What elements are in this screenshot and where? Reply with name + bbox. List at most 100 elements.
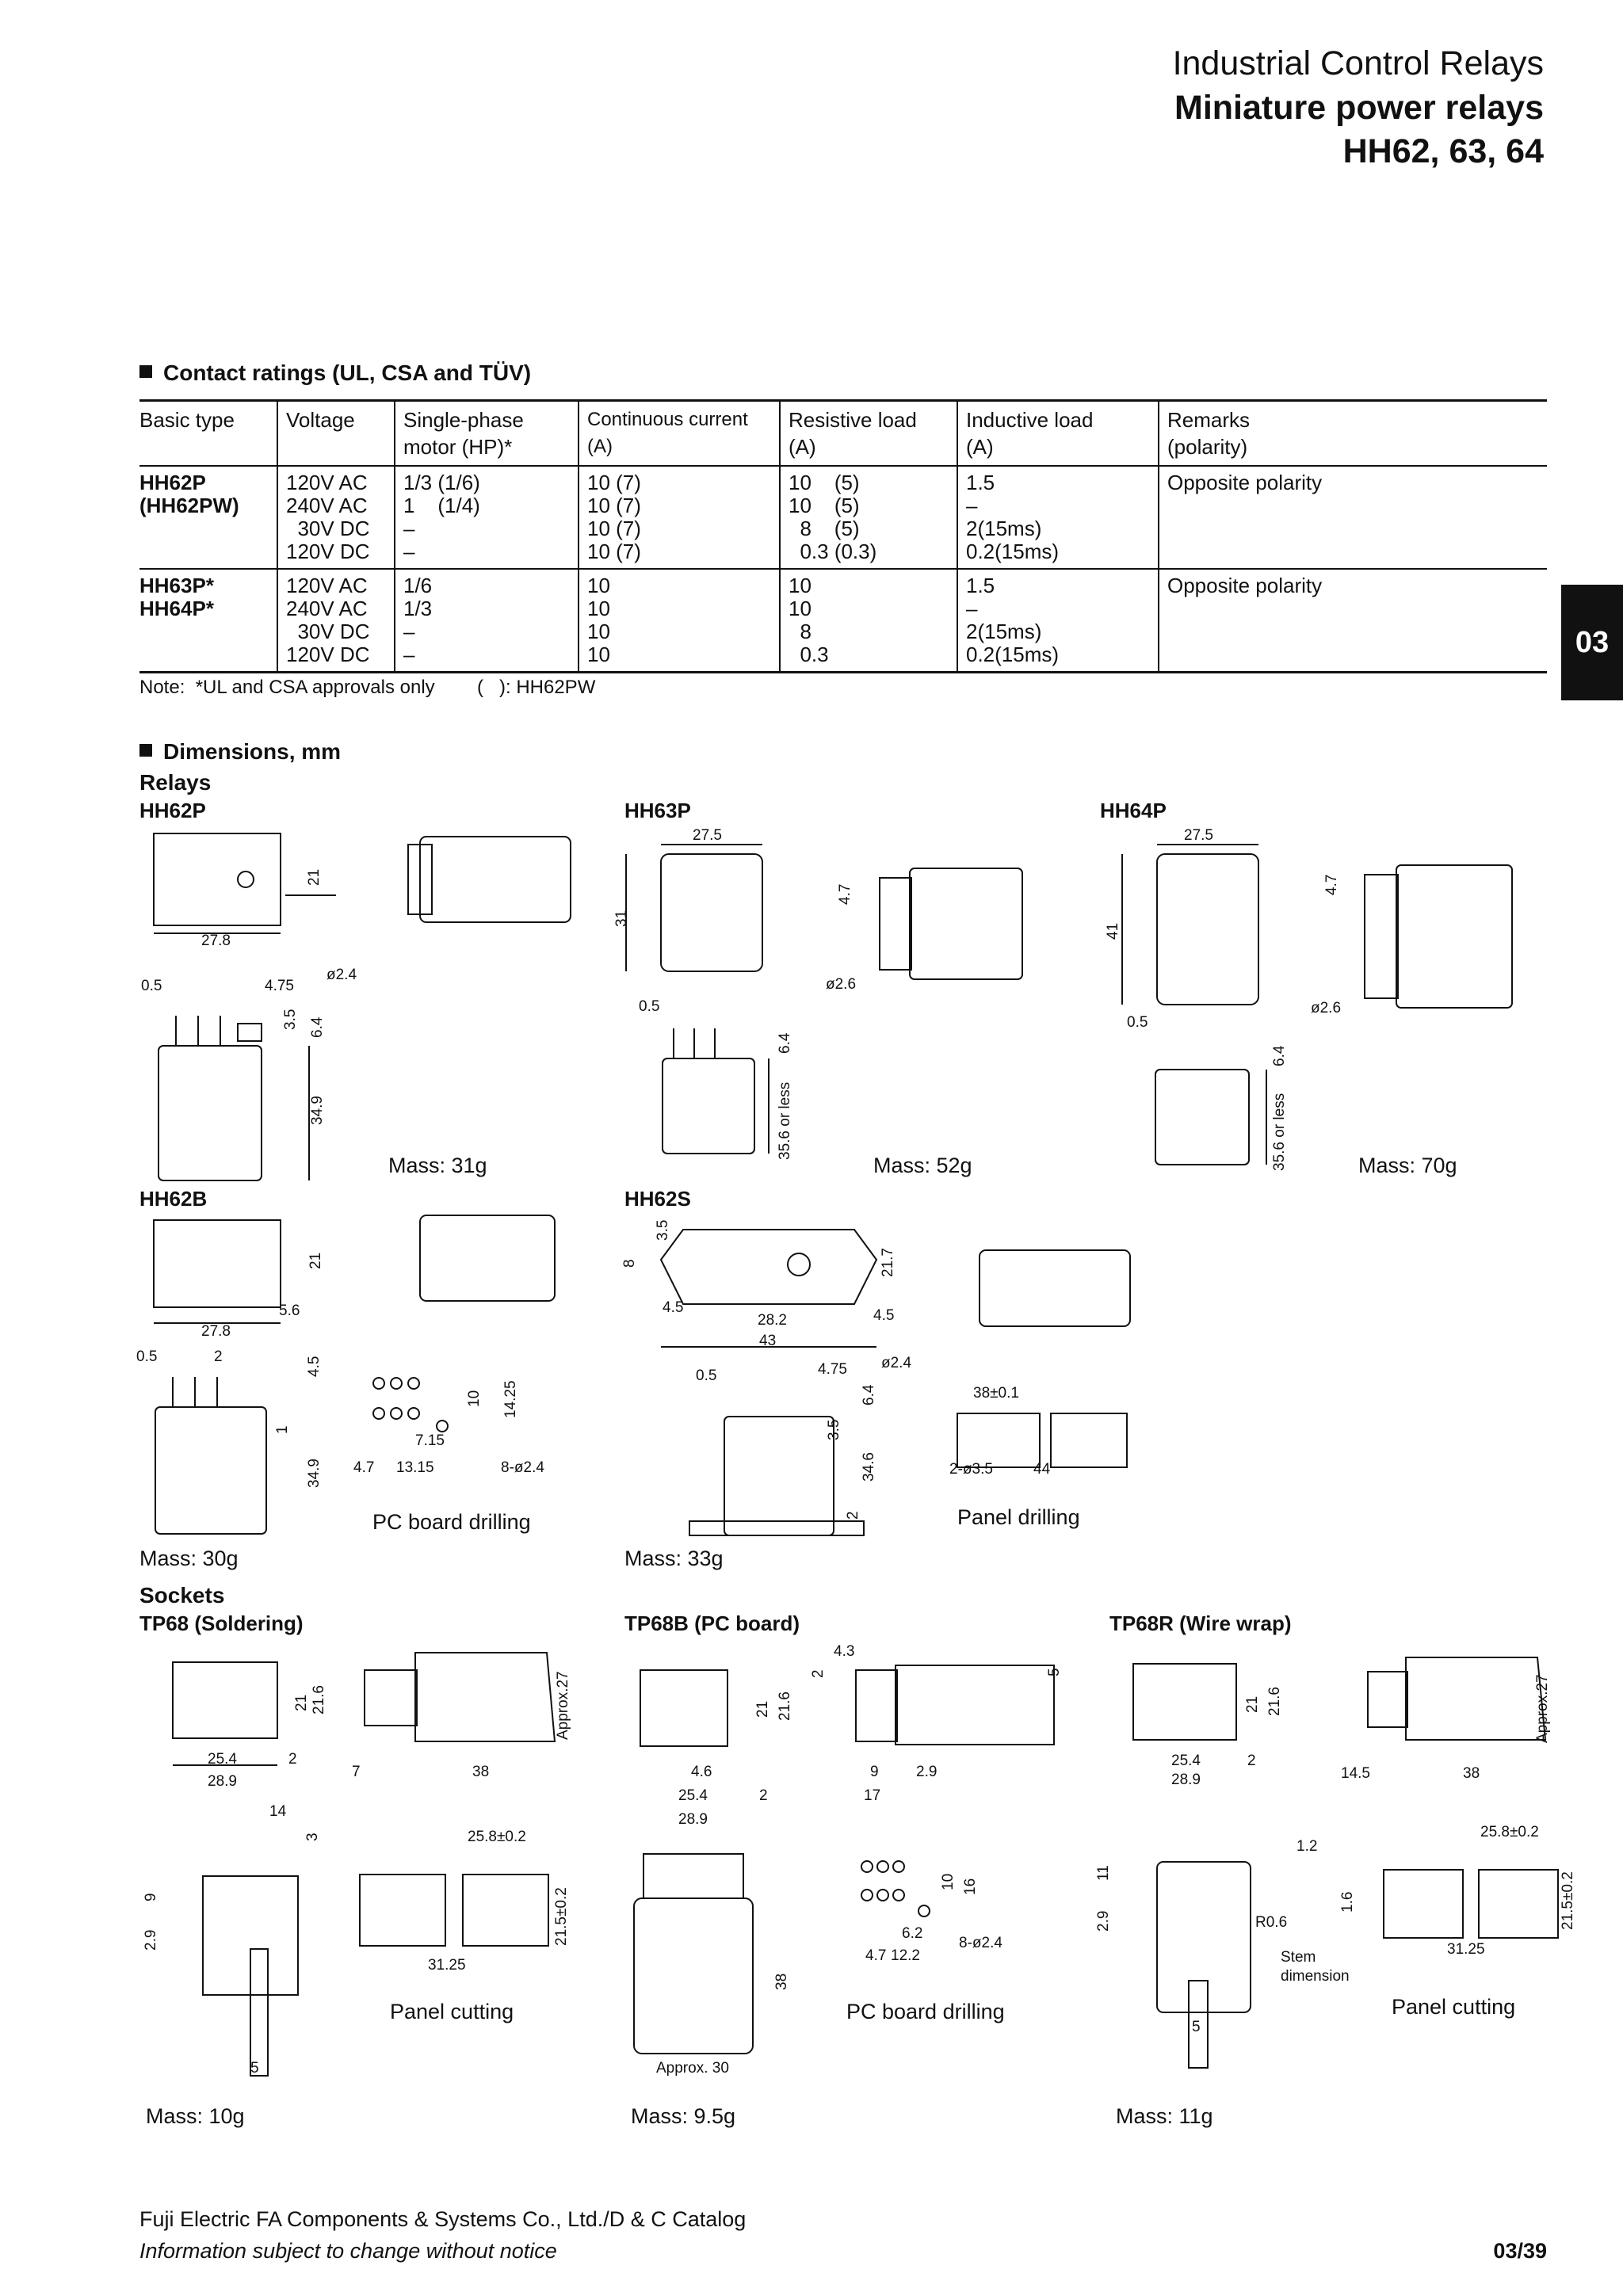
dim-text: 14	[269, 1803, 287, 1820]
panel-hole-right	[1050, 1413, 1128, 1468]
col-label-2: motor (HP)*	[403, 435, 513, 459]
dim-text: 25.4	[208, 1751, 237, 1768]
panel-cut-right	[1478, 1869, 1559, 1939]
dim-text: 9	[870, 1764, 879, 1780]
drill-hole	[390, 1377, 403, 1390]
tp68b-label: TP68B (PC board)	[624, 1611, 800, 1635]
panel-cut-left	[1383, 1869, 1464, 1939]
dim-text: ø2.4	[327, 967, 357, 983]
drill-hole	[407, 1407, 420, 1420]
dim-text: Approx.27	[555, 1671, 571, 1740]
drill-hole	[390, 1407, 403, 1420]
dimensions-title-text: Dimensions, mm	[163, 739, 342, 764]
hh62b-drawing: 21 5.6 27.8 0.5 2 4.5 1 34.9 10 14.25 7.…	[136, 1215, 556, 1535]
col-label: Basic type	[139, 408, 235, 432]
dim-text: 21	[1244, 1696, 1261, 1713]
tp68-stem	[250, 1948, 269, 2077]
dimensions-title: Dimensions, mm	[139, 739, 341, 765]
dim-text: 0.5	[1127, 1014, 1148, 1031]
drill-hole	[436, 1420, 449, 1432]
dim-text: 3.5	[282, 1009, 299, 1030]
hh62p-front-view	[158, 1045, 262, 1181]
hh62s-mount-hole	[787, 1253, 811, 1276]
dim-text: 16	[962, 1878, 979, 1895]
dim-text: ø2.6	[826, 976, 856, 993]
dim-text: 5	[1046, 1668, 1063, 1676]
dim-text: 17	[864, 1787, 880, 1804]
cell-remarks: Opposite polarity	[1158, 466, 1547, 570]
dim-text: 14.25	[502, 1380, 519, 1418]
tp68r-side-view	[1405, 1657, 1547, 1741]
dim-text: ø2.6	[1311, 1000, 1341, 1016]
col-continuous: Continuous current(A)	[578, 399, 780, 467]
cell-inductive: 1.5 – 2(15ms) 0.2(15ms)	[957, 466, 1159, 570]
sockets-label: Sockets	[139, 1583, 225, 1608]
hh63p-front-view	[662, 1058, 755, 1154]
dim-text: 2	[1247, 1753, 1256, 1769]
cell-motor: 1/3 (1/6) 1 (1/4) – –	[394, 466, 579, 570]
dim-text: 38	[472, 1764, 489, 1780]
dim-text: 4.5	[663, 1299, 683, 1316]
table-note: Note: *UL and CSA approvals only ( ): HH…	[139, 677, 596, 698]
tp68-caption: Panel cutting	[390, 2000, 514, 2023]
hh63p-mass: Mass: 52g	[873, 1154, 972, 1177]
dim-text: 13.15	[396, 1459, 434, 1476]
dim-text: 21.6	[311, 1685, 327, 1714]
col-voltage: Voltage	[277, 399, 395, 467]
hh62p-terminal-block	[407, 844, 433, 915]
cell-motor: 1/6 1/3 – –	[394, 569, 579, 673]
tp68b-terminals	[855, 1669, 898, 1742]
dim-text: 2.9	[1095, 1911, 1112, 1932]
dim-text: 4.7	[837, 884, 854, 905]
dim-text: 35.6 or less	[1271, 1093, 1288, 1171]
panel-cut-left	[359, 1874, 446, 1947]
hh62b-mass: Mass: 30g	[139, 1547, 239, 1570]
dim-text: 27.5	[693, 827, 722, 844]
panel-hole-left	[957, 1413, 1041, 1468]
dim-text: 3.5	[826, 1420, 842, 1440]
tp68b-mass: Mass: 9.5g	[631, 2104, 736, 2128]
dim-text: 21	[306, 869, 323, 886]
col-label: Continuous current	[587, 409, 748, 430]
dim-text: 3	[304, 1833, 321, 1841]
dim-text: 4.5	[873, 1307, 894, 1324]
dim-text: 5.6	[279, 1302, 300, 1319]
dim-text: 5	[250, 2060, 259, 2077]
dim-text: 7.15	[415, 1432, 445, 1449]
hh62p-side-view	[419, 836, 571, 923]
tp68b-caption: PC board drilling	[846, 2000, 1005, 2023]
dim-text: 5	[1192, 2019, 1201, 2035]
dim-text: 6.4	[309, 1016, 326, 1038]
table-row: HH62P (HH62PW) 120V AC 240V AC 30V DC 12…	[139, 466, 1547, 570]
dim-text: 1.2	[1296, 1838, 1317, 1855]
dim-text: 21.6	[777, 1691, 793, 1721]
hh62b-top-view	[153, 1219, 281, 1308]
tp68-side-view	[414, 1652, 556, 1742]
hh63p-label: HH63P	[624, 799, 691, 822]
col-motor: Single-phase motor (HP)*	[394, 399, 579, 467]
contact-ratings-table: Basic type Voltage Single-phase motor (HP…	[139, 399, 1547, 673]
hh63p-terminal-block	[879, 877, 912, 971]
dim-text: 44	[1033, 1461, 1051, 1478]
cell-remarks: Opposite polarity	[1158, 569, 1547, 673]
dim-text: 4.7	[865, 1947, 886, 1964]
tp68r-front-view	[1156, 1861, 1251, 2013]
hh62b-side-view	[419, 1215, 556, 1302]
col-label: Single-phase	[403, 408, 524, 432]
cell-voltage: 120V AC 240V AC 30V DC 120V DC	[277, 466, 395, 570]
tp68r-caption: Panel cutting	[1392, 1995, 1516, 2019]
cell-inductive: 1.5 – 2(15ms) 0.2(15ms)	[957, 569, 1159, 673]
contact-ratings-title-text: Contact ratings (UL, CSA and TÜV)	[163, 360, 532, 385]
hh62b-caption: PC board drilling	[372, 1510, 531, 1534]
dim-text: 31	[613, 910, 630, 927]
tp68r-mass: Mass: 11g	[1116, 2104, 1213, 2128]
tp68r-top-view	[1132, 1663, 1237, 1741]
drill-hole	[407, 1377, 420, 1390]
dim-text: 41	[1105, 923, 1121, 940]
dim-text: 6.2	[902, 1925, 922, 1942]
dim-text: 21	[754, 1701, 771, 1718]
hh64p-mass: Mass: 70g	[1358, 1154, 1457, 1177]
tp68-label: TP68 (Soldering)	[139, 1611, 304, 1635]
dim-text: 6.4	[861, 1384, 877, 1405]
dim-text: 3.5	[655, 1220, 671, 1241]
